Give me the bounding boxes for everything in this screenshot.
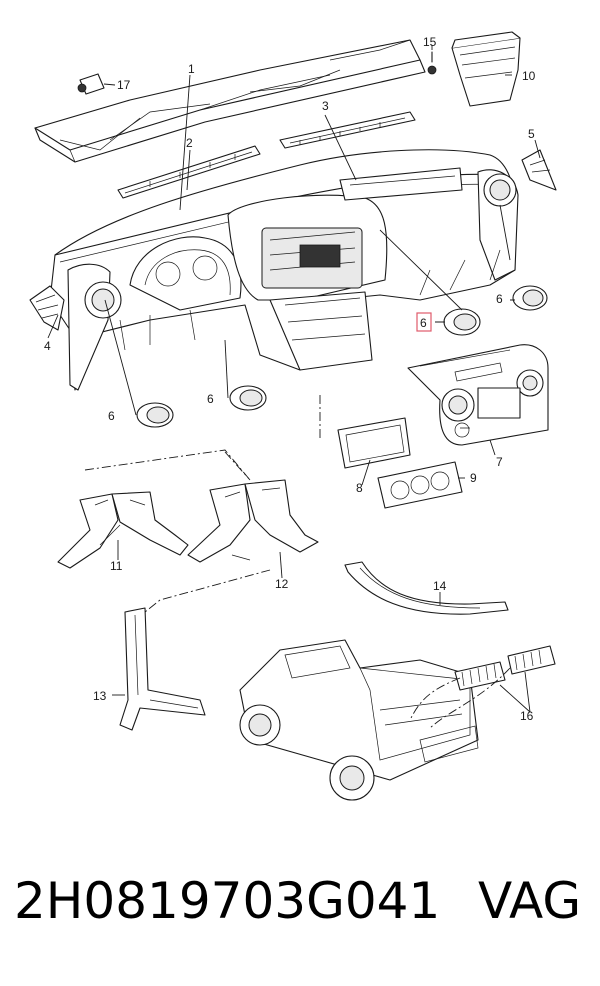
part-3-vent-strip xyxy=(279,111,416,149)
callout-13: 13 xyxy=(93,689,107,703)
callout-6c: 6 xyxy=(420,316,427,330)
callout-6b: 6 xyxy=(207,392,214,406)
callout-16: 16 xyxy=(520,709,534,723)
exploded-parts-diagram: 1 2 3 4 5 6 6 6 6 7 8 9 10 11 12 13 14 1… xyxy=(29,31,557,801)
callout-12: 12 xyxy=(275,577,289,591)
part-9-control-panel xyxy=(377,461,463,509)
callout-6d: 6 xyxy=(496,292,503,306)
callout-8: 8 xyxy=(356,481,363,495)
part-10-storage-box xyxy=(451,31,521,107)
part-15-screw xyxy=(427,51,437,75)
dashboard-body xyxy=(49,149,519,391)
callout-14: 14 xyxy=(433,579,447,593)
part-5-side-trim xyxy=(521,149,557,191)
part-11-duct xyxy=(57,491,189,569)
assembly-lines xyxy=(84,395,511,729)
part-4-side-trim xyxy=(29,285,65,331)
callout-15: 15 xyxy=(423,35,437,49)
callout-11: 11 xyxy=(110,559,123,573)
pickup-truck-illustration xyxy=(239,639,479,801)
callout-17: 17 xyxy=(117,78,131,92)
part-8-frame xyxy=(337,417,411,469)
part-13-duct xyxy=(119,607,206,731)
vent-6b xyxy=(229,385,267,411)
callout-9: 9 xyxy=(470,471,477,485)
callout-10: 10 xyxy=(522,69,536,83)
part-16-vent-grilles xyxy=(454,645,556,691)
leader-lines xyxy=(47,45,541,713)
part-17-clip xyxy=(77,73,105,95)
callout-4: 4 xyxy=(44,339,51,353)
part-1-windshield-cover xyxy=(34,39,426,163)
vent-6d xyxy=(512,285,548,311)
callout-7: 7 xyxy=(496,455,503,469)
callout-6a: 6 xyxy=(108,409,115,423)
part-7-center-trim xyxy=(407,344,549,446)
part-number: 2H0819703G041 xyxy=(14,872,441,930)
brand-name: VAG xyxy=(478,872,582,930)
callout-labels: 1 2 3 4 5 6 6 6 6 7 8 9 10 11 12 13 14 1… xyxy=(44,35,536,723)
part-12-duct xyxy=(187,479,319,563)
highlighted-callout-frame xyxy=(416,312,432,332)
vent-6c xyxy=(443,308,481,336)
vent-6a xyxy=(136,402,174,428)
callout-2: 2 xyxy=(186,136,193,150)
part-14-duct xyxy=(344,561,509,615)
callout-5: 5 xyxy=(528,127,535,141)
callout-1: 1 xyxy=(188,62,195,76)
callout-3: 3 xyxy=(322,99,329,113)
